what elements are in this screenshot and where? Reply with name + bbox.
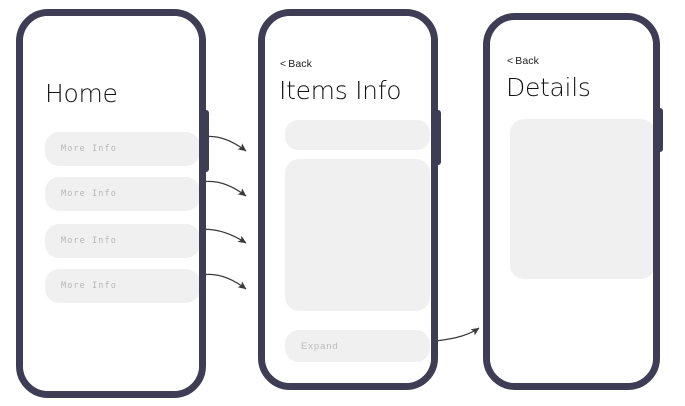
more-info-button-1[interactable]: More Info (45, 132, 199, 166)
content-block-placeholder (285, 159, 430, 311)
page-title: Items Info (279, 76, 402, 105)
phone-side-button (659, 108, 663, 152)
content-block-placeholder (510, 119, 653, 279)
chevron-left-icon: < (507, 55, 514, 67)
more-info-button-4[interactable]: More Info (45, 269, 199, 303)
expand-label: Expand (301, 340, 339, 352)
more-info-label: More Info (61, 236, 117, 246)
flow-arrow-home-item-2 (200, 180, 247, 197)
screen-details: <Back Details (490, 20, 653, 383)
flow-arrow-home-item-4 (200, 273, 247, 290)
more-info-button-3[interactable]: More Info (45, 224, 199, 258)
more-info-label: More Info (61, 281, 117, 291)
back-label: Back (515, 55, 539, 67)
more-info-button-2[interactable]: More Info (45, 177, 199, 211)
more-info-label: More Info (61, 189, 117, 199)
page-title: Details (506, 73, 591, 102)
phone-side-button (437, 110, 441, 165)
back-link[interactable]: <Back (507, 55, 539, 67)
phone-mockup-items-info: <Back Items Info Expand (258, 9, 441, 390)
more-info-label: More Info (61, 144, 117, 154)
back-link[interactable]: <Back (280, 58, 312, 70)
screen-items-info: <Back Items Info Expand (265, 16, 431, 383)
expand-button[interactable]: Expand (285, 330, 430, 362)
screen-home: Home More Info More Info More Info More … (23, 16, 199, 391)
page-title: Home (45, 79, 118, 108)
phone-mockup-details: <Back Details (483, 13, 663, 390)
phone-mockup-home: Home More Info More Info More Info More … (16, 9, 209, 398)
phone-side-button (205, 110, 209, 172)
content-bar-placeholder (285, 120, 430, 150)
chevron-left-icon: < (280, 58, 287, 70)
back-label: Back (288, 58, 312, 70)
